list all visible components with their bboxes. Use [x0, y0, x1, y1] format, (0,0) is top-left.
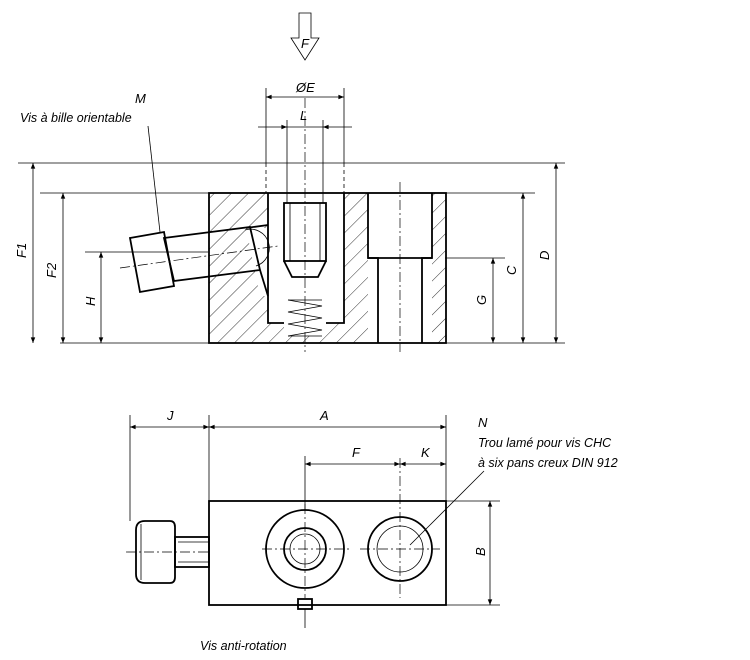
- dimension-b: B: [473, 547, 488, 556]
- dimension-h: H: [83, 296, 98, 306]
- dimension-g: G: [474, 295, 489, 305]
- top-view: [126, 458, 447, 610]
- callout-n-description-line2: à six pans creux DIN 912: [478, 456, 618, 470]
- front-view-section: [119, 98, 447, 352]
- dimension-j: J: [166, 408, 174, 423]
- dimension-d: D: [537, 251, 552, 260]
- dimension-a: A: [319, 408, 329, 423]
- force-label: F: [301, 36, 310, 51]
- dimension-c: C: [504, 265, 519, 275]
- ball-plunger-screw: [128, 224, 270, 297]
- force-arrow: [290, 12, 320, 61]
- dimension-f: F: [352, 445, 361, 460]
- dimension-f2: F2: [44, 262, 59, 278]
- dimension-l: L: [300, 108, 307, 123]
- callout-m: M: [135, 91, 146, 106]
- dimension-f1: F1: [14, 243, 29, 258]
- dimension-dia-e: ØE: [295, 80, 315, 95]
- callout-n: N: [478, 415, 488, 430]
- callout-anti-rotation: Vis anti-rotation: [200, 639, 287, 653]
- dimension-k: K: [421, 445, 431, 460]
- callout-m-description: Vis à bille orientable: [20, 111, 132, 125]
- callout-n-description-line1: Trou lamé pour vis CHC: [478, 436, 612, 450]
